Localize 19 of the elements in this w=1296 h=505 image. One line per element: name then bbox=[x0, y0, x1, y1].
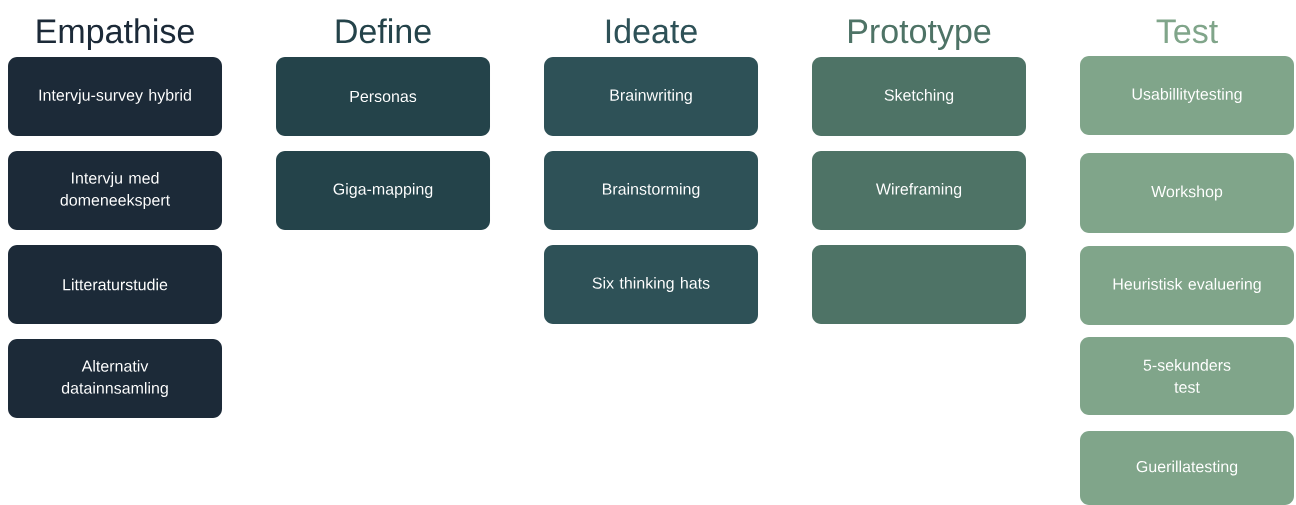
method-box: Workshop bbox=[1080, 153, 1294, 233]
method-box bbox=[812, 245, 1026, 324]
method-box: Guerillatesting bbox=[1080, 431, 1294, 505]
column-heading: Prototype bbox=[849, 19, 991, 51]
method-box: Litteraturstudie bbox=[8, 245, 222, 324]
method-box: Alternativ datainnsamling bbox=[8, 339, 222, 418]
method-box: Intervju med domeneekspert bbox=[8, 151, 222, 230]
method-box: 5-sekunders test bbox=[1080, 337, 1294, 415]
method-box: Brainstorming bbox=[544, 151, 758, 230]
method-box: Usabillitytesting bbox=[1080, 56, 1294, 135]
method-box: Heuristisk evaluering bbox=[1080, 246, 1294, 325]
method-box: Wireframing bbox=[812, 151, 1026, 230]
method-box: Brainwriting bbox=[544, 57, 758, 136]
method-box: Intervju-survey hybrid bbox=[8, 57, 222, 136]
method-box: Giga-mapping bbox=[276, 151, 490, 230]
column-heading: Empathise bbox=[37, 18, 194, 51]
method-box: Sketching bbox=[812, 57, 1026, 136]
method-box: Six thinking hats bbox=[544, 245, 758, 324]
method-box: Personas bbox=[276, 57, 490, 136]
